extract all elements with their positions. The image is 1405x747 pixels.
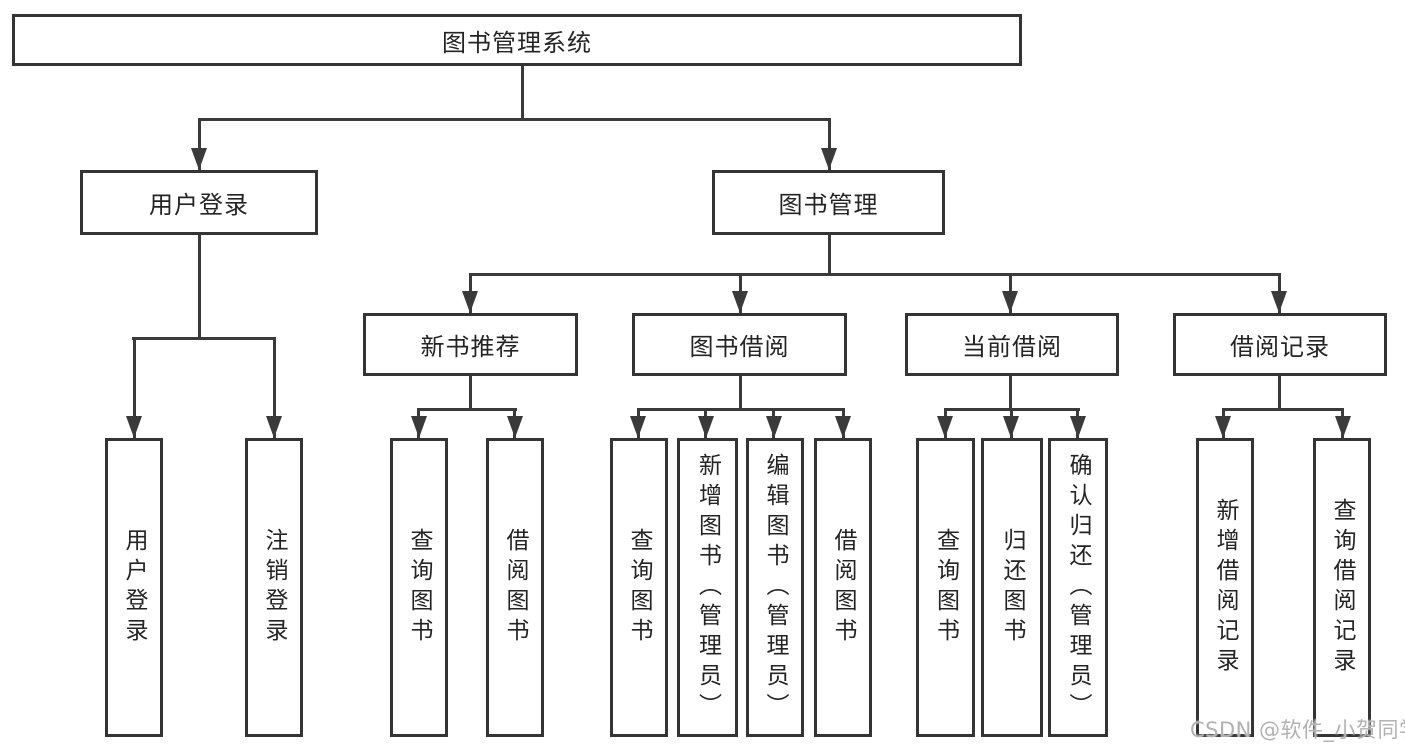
arrowhead-down-icon	[732, 291, 748, 313]
csdn-watermark: CSDN @软件_小贺同学	[1190, 718, 1405, 742]
arrowhead-down-icon	[1002, 291, 1018, 313]
connector-line	[469, 376, 472, 408]
node-root-library-system: 图书管理系统	[12, 14, 1022, 66]
leaf-logout: 注销登录	[245, 438, 303, 737]
connector-line	[739, 376, 742, 408]
arrowhead-down-icon	[1215, 416, 1231, 438]
node-book-borrowing: 图书借阅	[632, 313, 847, 376]
arrowhead-down-icon	[1335, 416, 1351, 438]
arrowhead-down-icon	[1070, 416, 1086, 438]
connector-line	[132, 337, 276, 340]
node-user-login-branch: 用户登录	[80, 170, 318, 235]
connector-line	[521, 66, 524, 118]
leaf-return-books: 归还图书	[981, 438, 1043, 737]
leaf-add-book-admin: 新增图书（管理员）	[677, 438, 738, 737]
connector-line	[1009, 376, 1012, 408]
node-borrowing-records: 借阅记录	[1173, 313, 1387, 376]
leaf-borrow-books-1: 借阅图书	[486, 438, 544, 737]
arrowhead-down-icon	[1271, 291, 1287, 313]
node-new-book-recommend: 新书推荐	[363, 313, 578, 376]
node-current-borrowing: 当前借阅	[905, 313, 1119, 376]
arrowhead-down-icon	[266, 416, 282, 438]
connector-line	[198, 235, 201, 337]
leaf-add-borrow-record: 新增借阅记录	[1196, 438, 1254, 737]
connector-line	[828, 235, 831, 273]
arrowhead-down-icon	[191, 148, 207, 170]
node-book-management-branch: 图书管理	[712, 170, 945, 235]
arrowhead-down-icon	[411, 416, 427, 438]
arrowhead-down-icon	[766, 416, 782, 438]
leaf-edit-book-admin: 编辑图书（管理员）	[746, 438, 804, 737]
leaf-query-books-2: 查询图书	[610, 438, 668, 737]
arrowhead-down-icon	[698, 416, 714, 438]
arrowhead-down-icon	[937, 416, 953, 438]
connector-line	[469, 273, 1281, 276]
connector-line	[133, 337, 136, 438]
arrowhead-down-icon	[1003, 416, 1019, 438]
connector-line	[1278, 376, 1281, 408]
leaf-query-books-1: 查询图书	[390, 438, 448, 737]
arrowhead-down-icon	[462, 291, 478, 313]
arrowhead-down-icon	[126, 416, 142, 438]
connector-line	[273, 337, 276, 438]
connector-line	[637, 408, 844, 411]
leaf-user-login: 用户登录	[105, 438, 163, 737]
connector-line	[198, 118, 201, 170]
arrowhead-down-icon	[835, 416, 851, 438]
leaf-borrow-books-2: 借阅图书	[814, 438, 872, 737]
arrowhead-down-icon	[507, 416, 523, 438]
connector-line	[198, 118, 831, 121]
arrowhead-down-icon	[821, 148, 837, 170]
arrowhead-down-icon	[630, 416, 646, 438]
leaf-confirm-return-admin: 确认归还（管理员）	[1048, 438, 1108, 737]
connector-line	[828, 118, 831, 170]
leaf-query-borrow-record: 查询借阅记录	[1313, 438, 1371, 737]
leaf-query-books-3: 查询图书	[916, 438, 975, 737]
connector-line	[1222, 408, 1344, 411]
connector-line	[417, 408, 517, 411]
